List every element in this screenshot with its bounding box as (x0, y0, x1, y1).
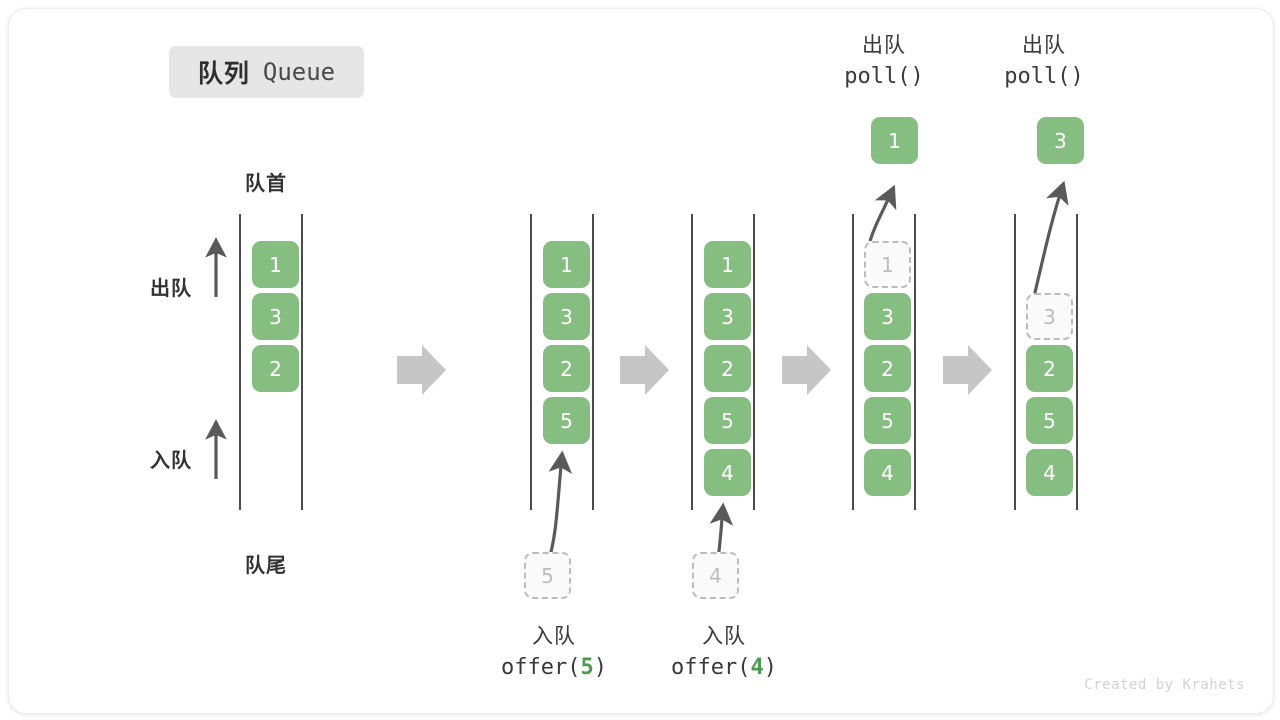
queue-rail-right-2 (592, 214, 594, 510)
operation-caption-poll-3: 出队 poll() (959, 31, 1129, 93)
flow-arrow-4 (943, 345, 992, 395)
queue-cell: 2 (1026, 345, 1073, 392)
caption-line2: offer(5) (469, 652, 639, 684)
queue-rail-left-3 (691, 214, 693, 510)
caption-arg: 4 (750, 655, 764, 680)
caption-line1: 入队 (702, 625, 746, 648)
queue-cell: 2 (704, 345, 751, 392)
caption-close: ) (763, 655, 777, 680)
queue-rail-right-1 (301, 214, 303, 510)
queue-cell: 4 (1026, 449, 1073, 496)
queue-rail-right-5 (1076, 214, 1078, 510)
queue-rear-label: 队尾 (245, 555, 287, 577)
queue-cell: 4 (864, 449, 911, 496)
removed-element-ghost: 3 (1026, 293, 1073, 340)
queue-rail-left-2 (530, 214, 532, 510)
caption-line1: 出队 (862, 34, 906, 57)
queue-cell: 3 (704, 293, 751, 340)
popped-element: 3 (1037, 117, 1084, 164)
queue-cell: 5 (704, 397, 751, 444)
queue-rail-left-1 (239, 214, 241, 510)
queue-rail-left-4 (852, 214, 854, 510)
flow-arrow-1 (397, 345, 446, 395)
caption-line1: 出队 (1022, 34, 1066, 57)
queue-cell: 3 (543, 293, 590, 340)
title-label-cn: 队列 (197, 60, 250, 88)
queue-cell: 1 (252, 241, 299, 288)
enqueue-direction-label: 入队 (150, 450, 192, 472)
queue-rail-left-5 (1014, 214, 1016, 510)
removed-element-ghost: 1 (864, 241, 911, 288)
title-badge: 队列 Queue (169, 46, 364, 98)
enqueue-arrow-5 (547, 450, 573, 561)
dequeue-arrow-1 (868, 184, 897, 242)
operation-caption-poll-1: 出队 poll() (799, 31, 969, 93)
caption-close: ) (593, 655, 607, 680)
queue-front-label: 队首 (245, 173, 287, 195)
credit-label: Created by Krahets (1084, 677, 1245, 693)
queue-cell: 2 (252, 345, 299, 392)
caption-line2: poll() (1004, 64, 1084, 89)
caption-fn: offer( (501, 655, 581, 680)
queue-cell: 5 (543, 397, 590, 444)
operation-caption-offer-5: 入队 offer(5) (469, 622, 639, 684)
dequeue-direction-label: 出队 (150, 278, 192, 300)
caption-line1: 入队 (532, 625, 576, 648)
queue-cell: 2 (543, 345, 590, 392)
queue-cell: 1 (543, 241, 590, 288)
caption-fn: offer( (671, 655, 751, 680)
caption-line2: offer(4) (639, 652, 809, 684)
popped-element: 1 (871, 117, 918, 164)
queue-cell: 2 (864, 345, 911, 392)
queue-cell: 4 (704, 449, 751, 496)
queue-cell: 5 (1026, 397, 1073, 444)
operation-caption-offer-4: 入队 offer(4) (639, 622, 809, 684)
flow-arrow-2 (620, 345, 669, 395)
queue-cell: 3 (252, 293, 299, 340)
caption-arg: 5 (580, 655, 594, 680)
queue-cell: 1 (704, 241, 751, 288)
caption-line2: poll() (844, 64, 924, 89)
pending-element-ghost: 5 (524, 552, 571, 599)
dequeue-arrow-3 (1031, 180, 1069, 302)
queue-cell: 3 (864, 293, 911, 340)
pending-element-ghost: 4 (692, 552, 739, 599)
queue-cell: 5 (864, 397, 911, 444)
title-label-en: Queue (262, 58, 336, 86)
diagram-card: 队列 Queue 队首 队尾 出队 入队 入队 offer(5) 入队 offe… (8, 8, 1274, 714)
arrow-layer (205, 180, 1069, 561)
queue-rail-right-3 (753, 214, 755, 510)
flow-arrow-3 (782, 345, 831, 395)
queue-rail-right-4 (914, 214, 916, 510)
